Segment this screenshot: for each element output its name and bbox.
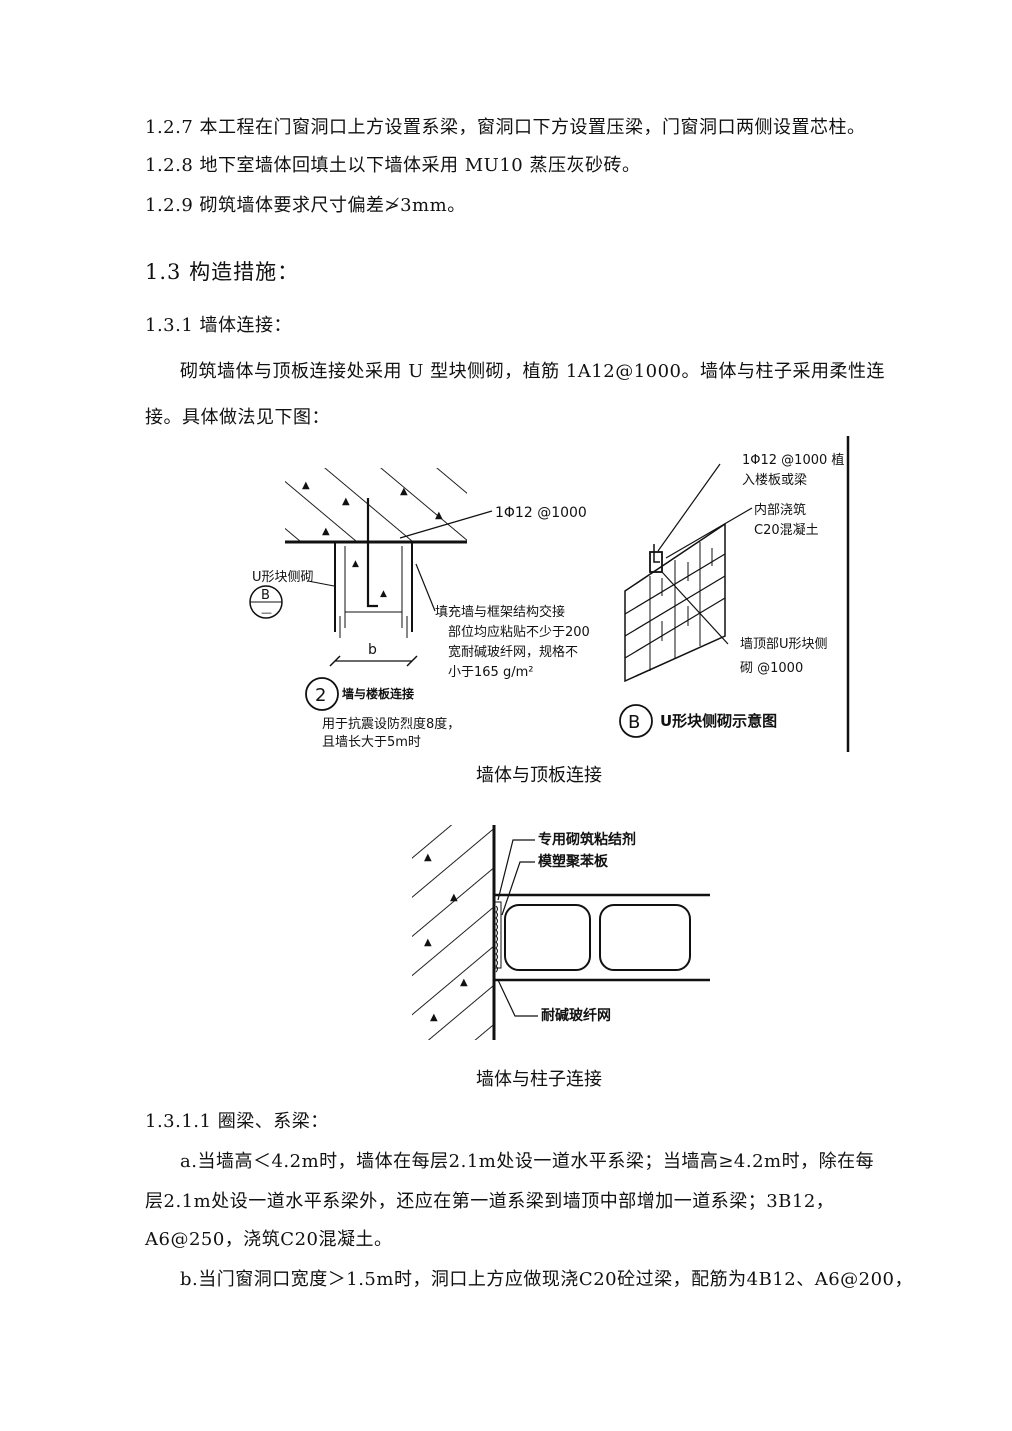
u-block-label: U形块侧砌 bbox=[252, 570, 314, 585]
body-text-line-1: 砌筑墙体与顶板连接处采用 U 型块侧砌，植筋 1A12@1000。墙体与柱子采用… bbox=[180, 361, 885, 382]
figure-1-caption: 墙体与顶板连接 bbox=[476, 765, 602, 786]
brick-wall-sketch bbox=[624, 522, 726, 683]
condition-line-2: 且墙长大于5m时 bbox=[322, 735, 421, 750]
detail-number: 2 bbox=[315, 685, 326, 706]
svg-text:▲: ▲ bbox=[435, 510, 443, 521]
svg-text:▲: ▲ bbox=[424, 937, 432, 948]
mesh-label: 耐碱玻纤网 bbox=[541, 1007, 611, 1024]
right-label-top-1: 墙顶部U形块侧 bbox=[740, 637, 828, 652]
eps-board-label: 模塑聚苯板 bbox=[538, 853, 609, 870]
note-line-3: 宽耐碱玻纤网，规格不 bbox=[448, 644, 578, 660]
svg-text:▲: ▲ bbox=[430, 1012, 438, 1023]
note-line-4: 小于165 g/m² bbox=[448, 665, 533, 680]
hollow-block bbox=[494, 893, 710, 982]
svg-text:▲: ▲ bbox=[450, 892, 458, 903]
adhesive-label: 专用砌筑粘结剂 bbox=[538, 831, 636, 848]
body-text-line-2: 接。具体做法见下图： bbox=[145, 407, 330, 428]
subsection-heading-1-3-1: 1.3.1 墙体连接： bbox=[145, 315, 293, 336]
rebar-line bbox=[366, 498, 378, 608]
right-label-pour-1: 内部浇筑 bbox=[754, 502, 806, 518]
right-label-rebar-2: 入楼板或梁 bbox=[742, 473, 807, 488]
para-a-line-3: A6@250，浇筑C20混凝土。 bbox=[145, 1229, 393, 1250]
para-1-2-9: 1.2.9 砌筑墙体要求尺寸偏差≯3mm。 bbox=[145, 195, 466, 216]
svg-text:▲: ▲ bbox=[342, 496, 350, 507]
svg-text:▲: ▲ bbox=[322, 526, 330, 537]
svg-text:▲: ▲ bbox=[460, 977, 468, 988]
svg-text:▲: ▲ bbox=[380, 589, 387, 599]
right-label-top-2: 砌 @1000 bbox=[740, 661, 803, 676]
detail-callout-sub: — bbox=[261, 606, 272, 619]
para-a-line-1: a.当墙高＜4.2m时，墙体在每层2.1m处设一道水平系梁；当墙高≥4.2m时，… bbox=[180, 1151, 875, 1172]
u-block-diagram-title: U形块侧砌示意图 bbox=[660, 712, 777, 730]
subsection-heading-1-3-1-1: 1.3.1.1 圈梁、系梁： bbox=[145, 1111, 329, 1132]
svg-text:▲: ▲ bbox=[424, 852, 432, 863]
svg-text:▲: ▲ bbox=[352, 559, 359, 569]
u-block-ref-letter: B bbox=[628, 712, 640, 733]
note-line-1: 填充墙与框架结构交接 bbox=[435, 604, 565, 620]
wall-column-connection-figure: ▲ ▲ ▲ ▲ ▲ 专用砌筑粘结剂 模塑聚苯板 耐碱玻纤网 bbox=[412, 825, 710, 1040]
note-line-2: 部位均应粘贴不少于200 bbox=[448, 624, 590, 640]
svg-text:▲: ▲ bbox=[400, 486, 408, 497]
dimension-b-label: b bbox=[368, 642, 377, 658]
u-block-ref-circle bbox=[619, 704, 653, 738]
right-label-pour-2: C20混凝土 bbox=[754, 522, 819, 538]
concrete-column-section: ▲ ▲ ▲ ▲ ▲ bbox=[412, 825, 496, 1040]
section-heading-1-3: 1.3 构造措施： bbox=[145, 260, 300, 284]
para-b-line-1: b.当门窗洞口宽度＞1.5m时，洞口上方应做现浇C20砼过梁，配筋为4B12、A… bbox=[180, 1269, 914, 1290]
svg-text:▲: ▲ bbox=[302, 480, 310, 491]
para-1-2-8: 1.2.8 地下室墙体回填土以下墙体采用 MU10 蒸压灰砂砖。 bbox=[145, 155, 641, 176]
concrete-slab: ▲ ▲ ▲ ▲ ▲ bbox=[285, 468, 467, 544]
para-1-2-7: 1.2.7 本工程在门窗洞口上方设置系梁，窗洞口下方设置压梁，门窗洞口两侧设置芯… bbox=[145, 117, 866, 138]
rebar-label: 1Φ12 @1000 bbox=[495, 505, 587, 521]
detail-title: 墙与楼板连接 bbox=[342, 686, 414, 701]
figure-2-caption: 墙体与柱子连接 bbox=[476, 1069, 602, 1090]
wall-slab-connection-figure: ▲ ▲ ▲ ▲ ▲ ▲ ▲ 1Φ12 @1000 U形块侧砌 B — 填充墙与框… bbox=[249, 436, 850, 752]
condition-line-1: 用于抗震设防烈度8度， bbox=[322, 716, 460, 732]
para-a-line-2: 层2.1m处设一道水平系梁外，还应在第一道系梁到墙顶中部增加一道系梁；3B12， bbox=[145, 1191, 835, 1212]
eps-board-strip bbox=[494, 901, 502, 973]
right-label-rebar-1: 1Φ12 @1000 植 bbox=[742, 453, 844, 468]
detail-number-circle bbox=[305, 677, 339, 711]
wall-section: ▲ ▲ bbox=[334, 542, 413, 638]
detail-callout-letter: B bbox=[261, 588, 270, 603]
